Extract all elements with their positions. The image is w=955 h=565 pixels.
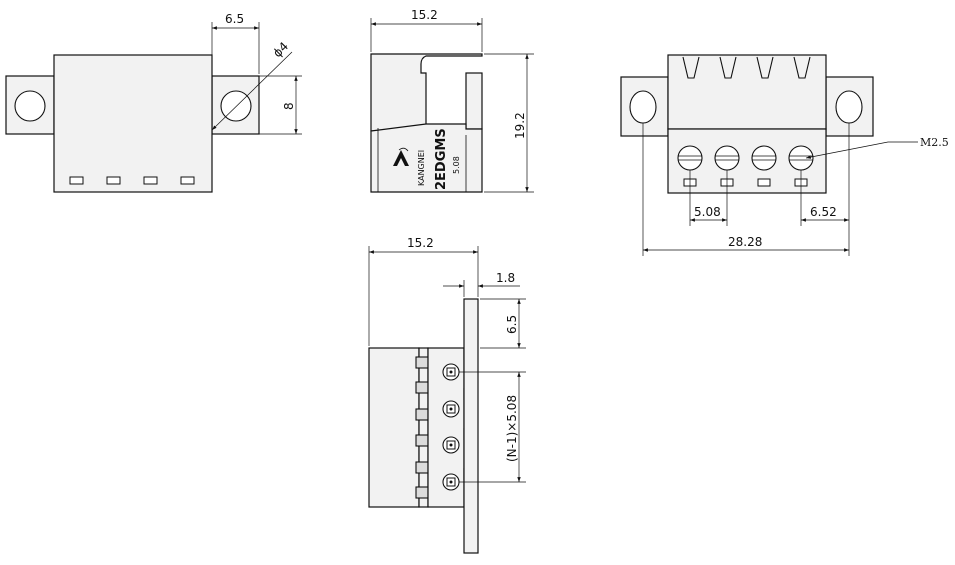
test-slot [757,178,771,187]
side-view-lower-body [370,123,483,193]
dim-top-width: 6.5 [225,12,244,26]
wire-slot [69,176,84,185]
front-view: M2.5 5.08 6.52 28.28 [620,54,949,256]
side-view: KANGNEI 2EDGMS 5.08 15.2 19.2 [370,8,534,193]
bottom-view-ridge [418,347,429,508]
wire-entry-funnels [682,56,811,79]
wire-slot [143,176,158,185]
bottom-view-flange [463,298,479,554]
dim-side-width: 15.2 [411,8,438,22]
dim-bottom-width: 15.2 [407,236,434,250]
screw-head-icon [714,145,740,171]
side-view-upper-body [370,53,483,132]
brand-label: KANGNEI [417,150,426,186]
screw-callout: M2.5 [920,136,949,149]
screw-head-icon [677,145,703,171]
side-view-rear-lip [465,72,483,130]
pin-terminals [442,363,460,491]
dim-bottom-pitch-formula: (N-1)×5.08 [505,395,519,462]
pitch-label: 5.08 [452,156,461,174]
ridge-notches [415,356,429,499]
wire-slot [180,176,195,185]
dim-side-height: 19.2 [513,112,527,139]
plug-housing [667,54,827,130]
top-view-body [53,54,213,193]
bottom-view-body [368,347,420,508]
bottom-view: 15.2 1.8 6.5 (N-1)×5.08 [368,236,526,554]
dim-front-overall: 28.28 [728,235,762,249]
front-right-mounting-hole [835,90,863,124]
screw-head-icon [788,145,814,171]
brand-logo-icon [393,147,409,166]
dim-top-height: 8 [282,102,296,110]
top-view: 6.5 ϕ4 8 [5,12,302,193]
dim-front-edge: 6.52 [810,205,837,219]
dim-bottom-offset: 6.5 [505,315,519,334]
left-mounting-hole [14,90,46,122]
wire-slot [106,176,121,185]
front-left-mounting-hole [629,90,657,124]
dim-bottom-flange: 1.8 [496,271,515,285]
model-label: 2EDGMS [434,128,449,190]
dim-hole-diameter: ϕ4 [270,39,291,60]
dim-front-pitch: 5.08 [694,205,721,219]
screw-head-icon [751,145,777,171]
